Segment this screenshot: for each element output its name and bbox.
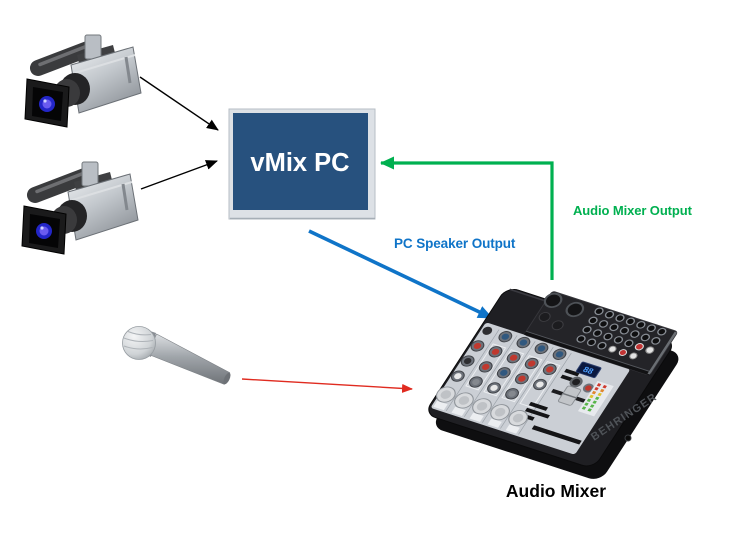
mixer-led-meter (577, 380, 614, 417)
mixer-display: 88 (575, 361, 602, 379)
arrow-audio-mixer-to-vmix (380, 156, 554, 280)
mixer-knobs (435, 326, 567, 427)
mixer-screw (624, 434, 632, 442)
pc-speaker-output-label: PC Speaker Output (394, 236, 516, 251)
mixer-jack-panel (523, 291, 678, 376)
arrow-camera-2-to-vmix (140, 160, 218, 190)
svg-text:88: 88 (581, 365, 596, 376)
mixer-fader (551, 385, 590, 406)
vmix-pc-box: vMix PC (228, 108, 376, 220)
audio-mixer-caption: Audio Mixer (506, 481, 606, 501)
arrow-mic-to-audio-mixer (241, 378, 413, 393)
vmix-pc-label: vMix PC (250, 149, 349, 177)
arrow-vmix-to-audio-mixer (308, 229, 493, 320)
microphone-icon (122, 326, 231, 385)
audio-mixer-output-label: Audio Mixer Output (573, 203, 693, 218)
audio-mixer-icon: 88 (428, 288, 679, 479)
arrow-camera-1-to-vmix (139, 76, 219, 131)
